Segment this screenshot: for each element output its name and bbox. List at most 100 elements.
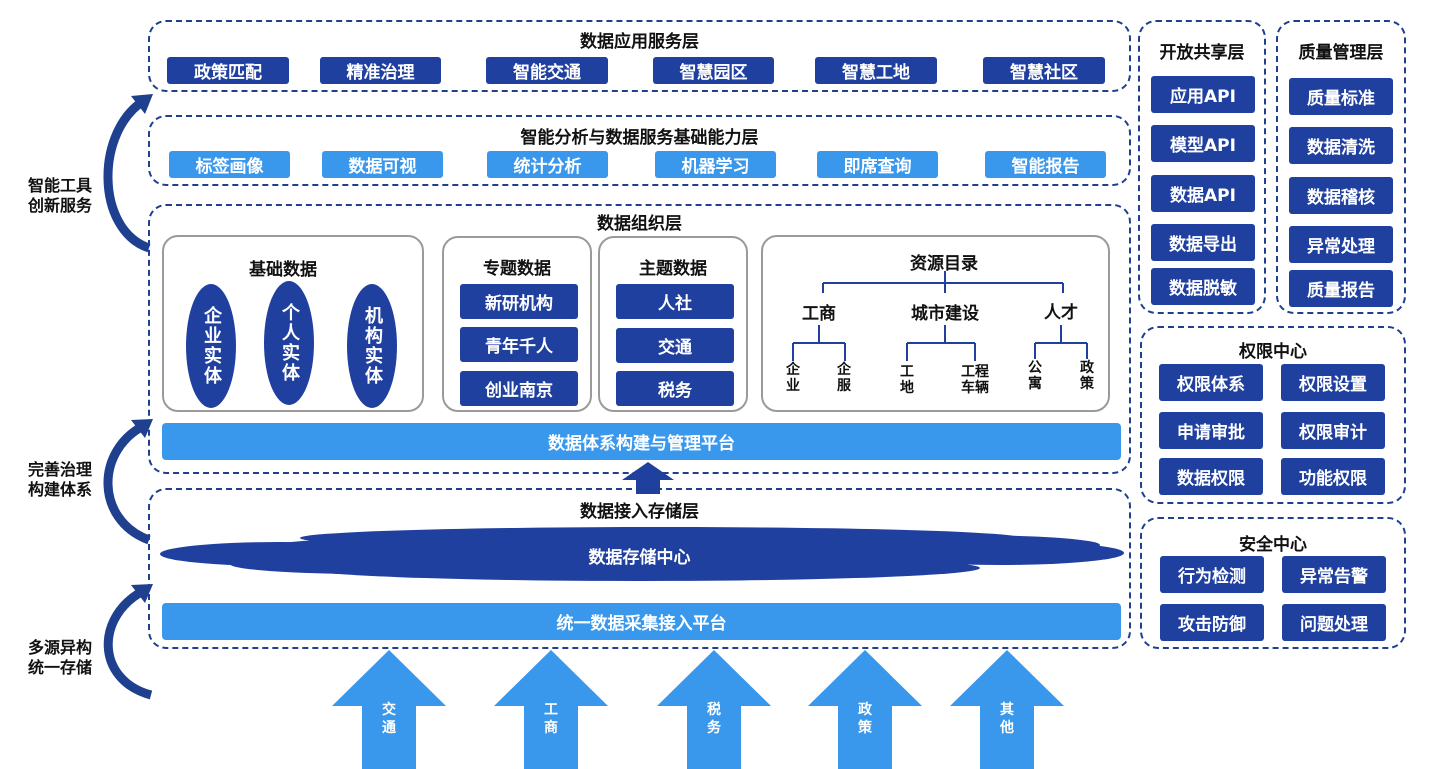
source-char: 交 — [382, 702, 396, 718]
storage-center-label[interactable]: 数据存储中心 — [588, 548, 691, 568]
catalog-leaf[interactable]: 企 业 — [780, 362, 806, 394]
analysis-item[interactable]: 即席查询 — [817, 151, 938, 178]
left-label-line: 创新服务 — [27, 196, 92, 215]
unified-collection-platform-bar[interactable]: 统一数据采集接入平台 — [162, 603, 1121, 640]
security-item[interactable]: 问题处理 — [1282, 604, 1386, 641]
catalog-branch[interactable]: 人才 — [1044, 303, 1078, 323]
quality-item[interactable]: 异常处理 — [1289, 226, 1393, 263]
data-system-platform-bar[interactable]: 数据体系构建与管理平台 — [162, 423, 1121, 460]
source-char: 税 — [707, 702, 721, 718]
special-item[interactable]: 青年千人 — [460, 327, 578, 362]
share-item[interactable]: 应用API — [1151, 76, 1255, 113]
app-item[interactable]: 精准治理 — [320, 57, 441, 84]
source-label: 税 务 — [700, 701, 728, 737]
catalog-leaf[interactable]: 企 服 — [831, 362, 857, 394]
entity-oval[interactable]: 个人实体 — [264, 281, 314, 405]
analysis-item[interactable]: 数据可视 — [322, 151, 443, 178]
theme-item[interactable]: 税务 — [616, 371, 734, 406]
source-arrow-icon — [950, 650, 1064, 769]
source-char: 政 — [858, 702, 872, 718]
permission-title: 权限中心 — [1239, 342, 1307, 362]
permission-item[interactable]: 功能权限 — [1281, 458, 1385, 495]
left-label-line: 构建体系 — [27, 480, 92, 499]
org-layer-title: 数据组织层 — [597, 214, 682, 234]
source-char: 工 — [544, 702, 558, 718]
app-item[interactable]: 政策匹配 — [167, 57, 289, 84]
catalog-leaf[interactable]: 公 寓 — [1022, 360, 1048, 392]
curved-arrow-2-head — [131, 419, 153, 438]
source-char: 他 — [1000, 720, 1014, 736]
app-item[interactable]: 智慧社区 — [983, 57, 1105, 84]
left-curved-arrows — [103, 94, 153, 700]
source-label: 其 他 — [993, 701, 1021, 737]
left-label-storage: 多源异构 统一存储 — [14, 638, 106, 678]
share-item[interactable]: 模型API — [1151, 125, 1255, 162]
curved-arrow-3 — [103, 585, 153, 700]
catalog-leaf[interactable]: 工程 车辆 — [955, 364, 995, 396]
permission-item[interactable]: 申请审批 — [1159, 412, 1263, 449]
theme-data-title: 主题数据 — [639, 259, 707, 279]
catalog-branch[interactable]: 工商 — [802, 304, 836, 324]
theme-item[interactable]: 人社 — [616, 284, 734, 319]
catalog-branch[interactable]: 城市建设 — [911, 304, 979, 324]
quality-mgmt-layer — [1276, 20, 1406, 314]
security-item[interactable]: 异常告警 — [1282, 556, 1386, 593]
special-data-title: 专题数据 — [483, 259, 551, 279]
source-arrow-icon — [494, 650, 608, 769]
analysis-item[interactable]: 机器学习 — [655, 151, 776, 178]
permission-item[interactable]: 权限设置 — [1281, 364, 1385, 401]
storage-cloud-shape — [160, 527, 1124, 581]
analysis-item[interactable]: 智能报告 — [985, 151, 1106, 178]
catalog-leaf[interactable]: 工 地 — [894, 364, 920, 396]
quality-item[interactable]: 数据稽核 — [1289, 177, 1393, 214]
catalog-tree-lines — [792, 271, 1088, 361]
share-layer-title: 开放共享层 — [1159, 43, 1245, 63]
entity-oval[interactable]: 企业实体 — [186, 284, 236, 408]
security-item[interactable]: 行为检测 — [1160, 556, 1264, 593]
leaf-line: 地 — [900, 380, 914, 396]
source-label: 工 商 — [537, 701, 565, 737]
leaf-line: 企 — [837, 362, 851, 378]
source-arrow-icon — [808, 650, 922, 769]
app-item[interactable]: 智能交通 — [486, 57, 608, 84]
catalog-leaf[interactable]: 政 策 — [1074, 360, 1100, 392]
permission-item[interactable]: 权限审计 — [1281, 412, 1385, 449]
app-service-layer — [148, 20, 1131, 92]
share-item[interactable]: 数据脱敏 — [1151, 268, 1255, 305]
leaf-line: 车辆 — [961, 380, 989, 396]
app-item[interactable]: 智慧工地 — [815, 57, 937, 84]
source-label: 政 策 — [851, 701, 879, 737]
quality-item[interactable]: 数据清洗 — [1289, 127, 1393, 164]
analysis-layer-title: 智能分析与数据服务基础能力层 — [520, 128, 759, 148]
left-label-governance: 完善治理 构建体系 — [14, 460, 106, 500]
permission-item[interactable]: 权限体系 — [1159, 364, 1263, 401]
quality-item[interactable]: 质量标准 — [1289, 78, 1393, 115]
source-char: 其 — [1000, 702, 1014, 718]
app-item[interactable]: 智慧园区 — [653, 57, 774, 84]
leaf-line: 公 — [1028, 360, 1042, 376]
source-label: 交 通 — [375, 701, 403, 737]
catalog-title: 资源目录 — [910, 254, 978, 274]
analysis-item[interactable]: 统计分析 — [487, 151, 608, 178]
special-item[interactable]: 创业南京 — [460, 371, 578, 406]
leaf-line: 策 — [1080, 376, 1094, 392]
theme-item[interactable]: 交通 — [616, 328, 734, 363]
leaf-line: 工程 — [961, 364, 989, 380]
quality-item[interactable]: 质量报告 — [1289, 270, 1393, 307]
security-item[interactable]: 攻击防御 — [1160, 604, 1264, 641]
share-item[interactable]: 数据API — [1151, 175, 1255, 212]
analysis-item[interactable]: 标签画像 — [169, 151, 290, 178]
special-item[interactable]: 新研机构 — [460, 284, 578, 319]
left-label-smart-tools: 智能工具 创新服务 — [14, 176, 106, 216]
source-char: 通 — [382, 720, 396, 736]
resource-catalog-box — [761, 235, 1110, 412]
permission-item[interactable]: 数据权限 — [1159, 458, 1263, 495]
curved-arrow-3-head — [131, 584, 153, 603]
security-title: 安全中心 — [1239, 535, 1307, 555]
open-share-layer — [1138, 20, 1266, 314]
analysis-layer — [148, 115, 1131, 186]
share-item[interactable]: 数据导出 — [1151, 224, 1255, 261]
entity-oval[interactable]: 机构实体 — [347, 284, 397, 408]
source-arrow-icon — [657, 650, 771, 769]
permission-center — [1140, 326, 1406, 504]
